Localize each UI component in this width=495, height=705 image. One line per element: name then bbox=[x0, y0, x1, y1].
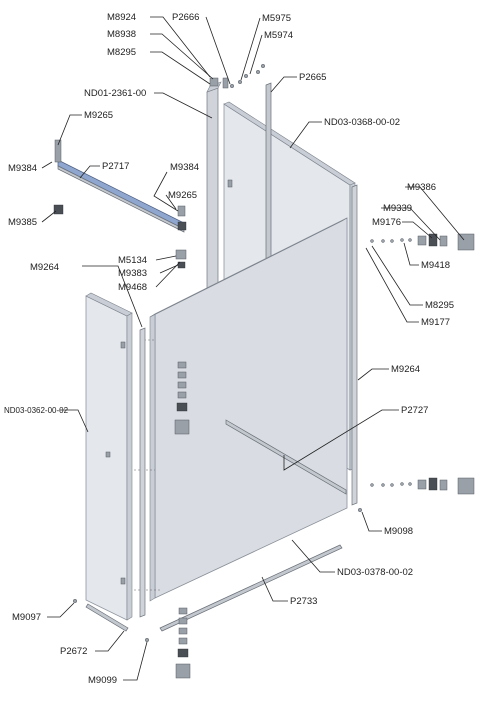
clamp-hardware-upper-right bbox=[370, 233, 475, 251]
vertical-strip-m9264-left bbox=[139, 327, 146, 618]
callout-m9418: M9418 bbox=[421, 260, 450, 271]
callout-m5974: M5974 bbox=[264, 30, 293, 41]
callout-m9177: M9177 bbox=[421, 317, 450, 328]
callout-m5134: M5134 bbox=[118, 255, 147, 266]
callout-p2666: P2666 bbox=[172, 12, 199, 23]
leader-lines bbox=[41, 16, 465, 681]
callout-m9386: M9386 bbox=[407, 182, 436, 193]
callout-m9176: M9176 bbox=[372, 217, 401, 228]
callout-nd03-0368-00-02: ND03-0368-00-02 bbox=[324, 117, 400, 128]
callout-m9339: M9339 bbox=[383, 203, 412, 214]
clamp-hardware-lower-right bbox=[370, 477, 475, 495]
callout-m9384-left: M9384 bbox=[8, 163, 37, 174]
callout-labels: M8924 P2666 M5975 M8938 M5974 M8295 P266… bbox=[4, 12, 454, 686]
callout-m8938: M8938 bbox=[107, 29, 136, 40]
callout-p2717: P2717 bbox=[102, 161, 129, 172]
front-glass-panel bbox=[130, 217, 348, 602]
inner-rail-p2727 bbox=[225, 419, 347, 495]
callout-m9385: M9385 bbox=[8, 217, 37, 228]
top-bar-p2717 bbox=[53, 139, 187, 269]
callout-p2727: P2727 bbox=[401, 405, 428, 416]
callout-p2672: P2672 bbox=[60, 646, 87, 657]
callout-m9264-right: M9264 bbox=[391, 364, 420, 375]
callout-m9384-mid: M9384 bbox=[170, 162, 199, 173]
bottom-left-hardware bbox=[72, 507, 363, 643]
left-glass-panel bbox=[85, 292, 133, 621]
callout-m9265-mid: M9265 bbox=[168, 190, 197, 201]
callout-m5975: M5975 bbox=[262, 13, 291, 24]
callout-m9097: M9097 bbox=[12, 612, 41, 623]
callout-m9265-top: M9265 bbox=[84, 110, 113, 121]
callout-p2665: P2665 bbox=[299, 72, 326, 83]
callout-p2733: P2733 bbox=[290, 596, 317, 607]
callout-m9098: M9098 bbox=[384, 526, 413, 537]
callout-nd03-0378-00-02: ND03-0378-00-02 bbox=[337, 567, 413, 578]
callout-nd01-2361-00: ND01-2361-00 bbox=[84, 88, 146, 99]
callout-nd03-0362-00-02: ND03-0362-00-02 bbox=[4, 406, 69, 415]
callout-m9099: M9099 bbox=[88, 675, 117, 686]
callout-m8295-top: M8295 bbox=[107, 47, 136, 58]
callout-m8924: M8924 bbox=[107, 12, 136, 23]
callout-m8295-right: M8295 bbox=[425, 300, 454, 311]
callout-m9264-left: M9264 bbox=[30, 262, 59, 273]
bottom-rail-p2733 bbox=[159, 544, 343, 632]
hinge-hardware-lower bbox=[175, 607, 191, 679]
callout-m9383: M9383 bbox=[118, 268, 147, 279]
vertical-strip-m9264-right bbox=[351, 184, 358, 506]
callout-m9468: M9468 bbox=[118, 282, 147, 293]
hinge-hardware-upper bbox=[174, 361, 190, 435]
